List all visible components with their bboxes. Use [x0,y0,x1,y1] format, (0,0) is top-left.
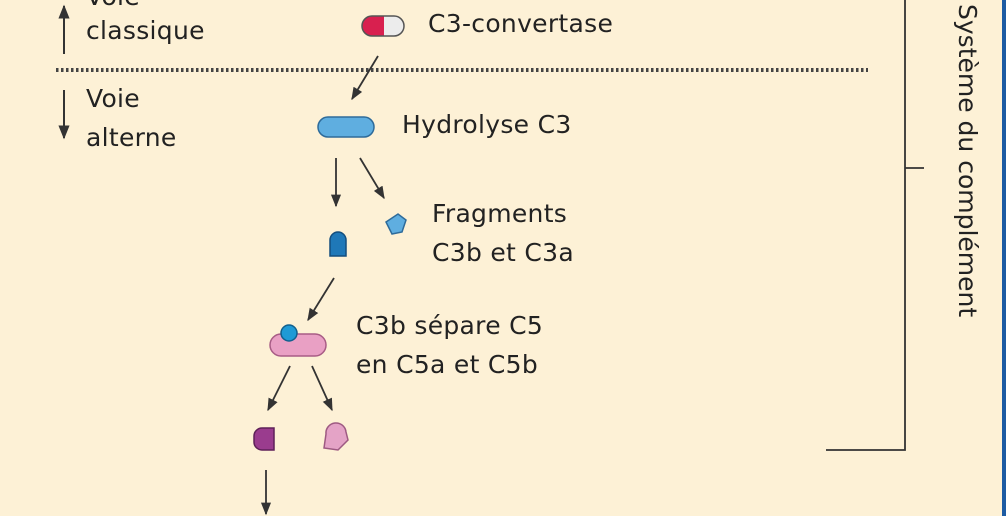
alternate-pathway-label-line1: Voie [86,84,140,113]
c3-convertase-shape [361,15,405,37]
arrow-c3-to-c3a [359,157,385,200]
c5-split-label-line2: en C5a et C5b [356,350,539,379]
c3a-fragment-shape [385,213,407,235]
c5b-fragment-shape [323,422,349,451]
complement-system-label-wrap: Système du complément [952,4,982,344]
classic-pathway-label-line1: Voie [86,0,140,16]
arrow-c5-to-c5b [311,365,333,412]
c3b-fragment-shape [329,231,347,257]
c3-hydrolysis-label: Hydrolyse C3 [402,110,572,139]
c5a-fragment-shape [253,427,275,451]
c3b-c5-complex-shape [269,324,327,357]
c3-convertase-label: C3-convertase [428,9,614,38]
c3-molecule-shape [317,116,375,138]
complement-system-label: Système du complément [953,4,982,318]
arrow-c3b-to-c5 [307,277,335,322]
classic-pathway-label-line2: classique [86,16,205,45]
fragments-label-line1: Fragments [432,199,568,228]
frame-right-edge [1002,0,1006,516]
arrow-convertase-to-c3 [351,55,379,101]
c5-split-label-line1: C3b sépare C5 [356,311,544,340]
arrow-c5-to-c5a [267,365,291,412]
fragments-label-line2: C3b et C3a [432,238,574,267]
alternate-pathway-label-line2: alterne [86,123,177,152]
complement-system-bracket [826,0,924,451]
